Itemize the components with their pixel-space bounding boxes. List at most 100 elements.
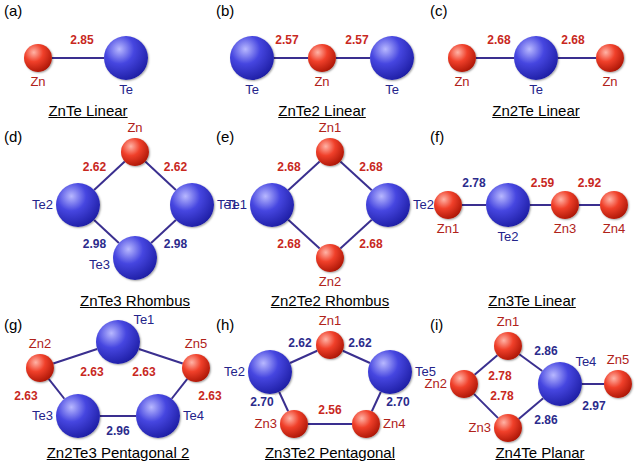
atom-label: Zn5	[185, 337, 207, 351]
atom-label: Zn2	[29, 337, 51, 351]
te-atom: Te3	[113, 236, 157, 280]
bond-length: 2.98	[163, 237, 188, 251]
bond-length: 2.62	[347, 336, 372, 350]
atom-label: Zn2	[425, 377, 447, 391]
atom-label: Zn	[314, 75, 329, 89]
te-atom: Te1	[170, 183, 214, 227]
bond-length: 2.59	[530, 176, 555, 190]
panel-letter: (a)	[4, 2, 22, 19]
zn-atom: Zn	[448, 44, 476, 72]
bond-length: 2.68	[276, 237, 301, 251]
bond-length: 2.63	[197, 389, 222, 403]
bond-length: 2.97	[581, 399, 606, 413]
bond-length: 2.63	[131, 365, 156, 379]
te-atom: Te	[514, 36, 558, 80]
te-atom: Te2	[56, 183, 100, 227]
structure-caption: ZnTe Linear	[48, 102, 127, 119]
bond-line	[139, 349, 183, 364]
bond-length: 2.68	[276, 160, 301, 174]
atom-label: Zn1	[437, 222, 459, 236]
atom-label: Zn	[602, 75, 617, 89]
atom-label: Zn3	[469, 421, 491, 435]
zn-atom: Zn3	[494, 414, 522, 442]
bond-line	[52, 57, 104, 59]
te-atom: Te3	[56, 394, 100, 438]
panel-letter: (g)	[4, 316, 22, 333]
panel-letter: (c)	[430, 2, 448, 19]
atom-label: Zn1	[497, 315, 519, 329]
bond-line	[274, 57, 308, 59]
structure-caption: Zn2Te2 Rhombus	[271, 292, 389, 309]
bond-length: 2.62	[82, 160, 107, 174]
bond-line	[476, 57, 514, 59]
bond-length: 2.78	[461, 176, 486, 190]
atom-label: Zn2	[319, 275, 341, 289]
bond-line	[290, 351, 317, 363]
panel-letter: (e)	[216, 128, 234, 145]
structure-caption: Zn4Te Planar	[495, 444, 584, 461]
zn-atom: Zn1	[494, 332, 522, 360]
bond-length: 2.92	[577, 176, 602, 190]
bond-line	[308, 423, 352, 425]
zn-atom: Zn1	[316, 331, 344, 359]
zn-atom: Zn3	[280, 410, 308, 438]
structure-caption: ZnTe2 Linear	[278, 102, 366, 119]
bond-length: 2.78	[489, 389, 514, 403]
zn-atom: Zn2	[450, 370, 478, 398]
atom-label: Te2	[498, 230, 519, 244]
zn-atom: Zn4	[600, 191, 628, 219]
te-atom: Te	[104, 36, 148, 80]
bond-line	[582, 383, 604, 385]
bond-length: 2.70	[249, 395, 274, 409]
te-atom: Te1	[96, 320, 140, 364]
te-atom: Te4	[538, 362, 582, 406]
bond-line	[172, 379, 188, 399]
bond-length: 2.62	[287, 336, 312, 350]
zn-atom: Zn5	[604, 370, 632, 398]
bond-length: 2.86	[533, 344, 558, 358]
atom-label: Te1	[226, 198, 247, 212]
structure-caption: Zn3Te Linear	[488, 292, 576, 309]
atom-label: Zn	[454, 75, 469, 89]
zn-atom: Zn	[24, 44, 52, 72]
atom-label: Te2	[32, 198, 53, 212]
atom-label: Te	[385, 83, 399, 97]
bond-length: 2.63	[79, 365, 104, 379]
te-atom: Te2	[366, 183, 410, 227]
panel-letter: (d)	[4, 128, 22, 145]
bond-line	[53, 349, 97, 364]
bond-length: 2.62	[163, 160, 188, 174]
bond-line	[579, 204, 600, 206]
bond-length: 2.63	[13, 389, 38, 403]
zn-atom: Zn2	[316, 244, 344, 272]
panel-letter: (i)	[430, 316, 443, 333]
bond-line	[530, 204, 551, 206]
bond-line	[336, 57, 370, 59]
atom-label: Zn3	[255, 417, 277, 431]
atom-label: Te2	[224, 365, 245, 379]
atom-label: Zn3	[554, 222, 576, 236]
structure-caption: Zn2Te3 Pentagonal 2	[47, 444, 190, 461]
bond-line	[279, 392, 288, 411]
te-atom: Te2	[486, 183, 530, 227]
te-atom: Te1	[250, 183, 294, 227]
zn-atom: Zn	[121, 138, 149, 166]
bond-length: 2.98	[82, 237, 107, 251]
bond-line	[558, 57, 596, 59]
panel-letter: (f)	[430, 128, 444, 145]
atom-label: Te	[119, 83, 133, 97]
bond-length: 2.57	[274, 33, 299, 47]
structure-caption: Zn3Te2 Pentagonal	[265, 444, 395, 461]
atom-label: Te	[245, 83, 259, 97]
bond-length: 2.68	[358, 160, 383, 174]
panel-letter: (h)	[216, 316, 234, 333]
te-atom: Te5	[368, 350, 412, 394]
zn-atom: Zn	[308, 44, 336, 72]
te-atom: Te4	[136, 394, 180, 438]
panel-letter: (b)	[216, 2, 234, 19]
structure-caption: Zn2Te Linear	[492, 102, 580, 119]
atom-label: Zn4	[603, 222, 625, 236]
bond-line	[462, 204, 486, 206]
atom-label: Te	[529, 83, 543, 97]
